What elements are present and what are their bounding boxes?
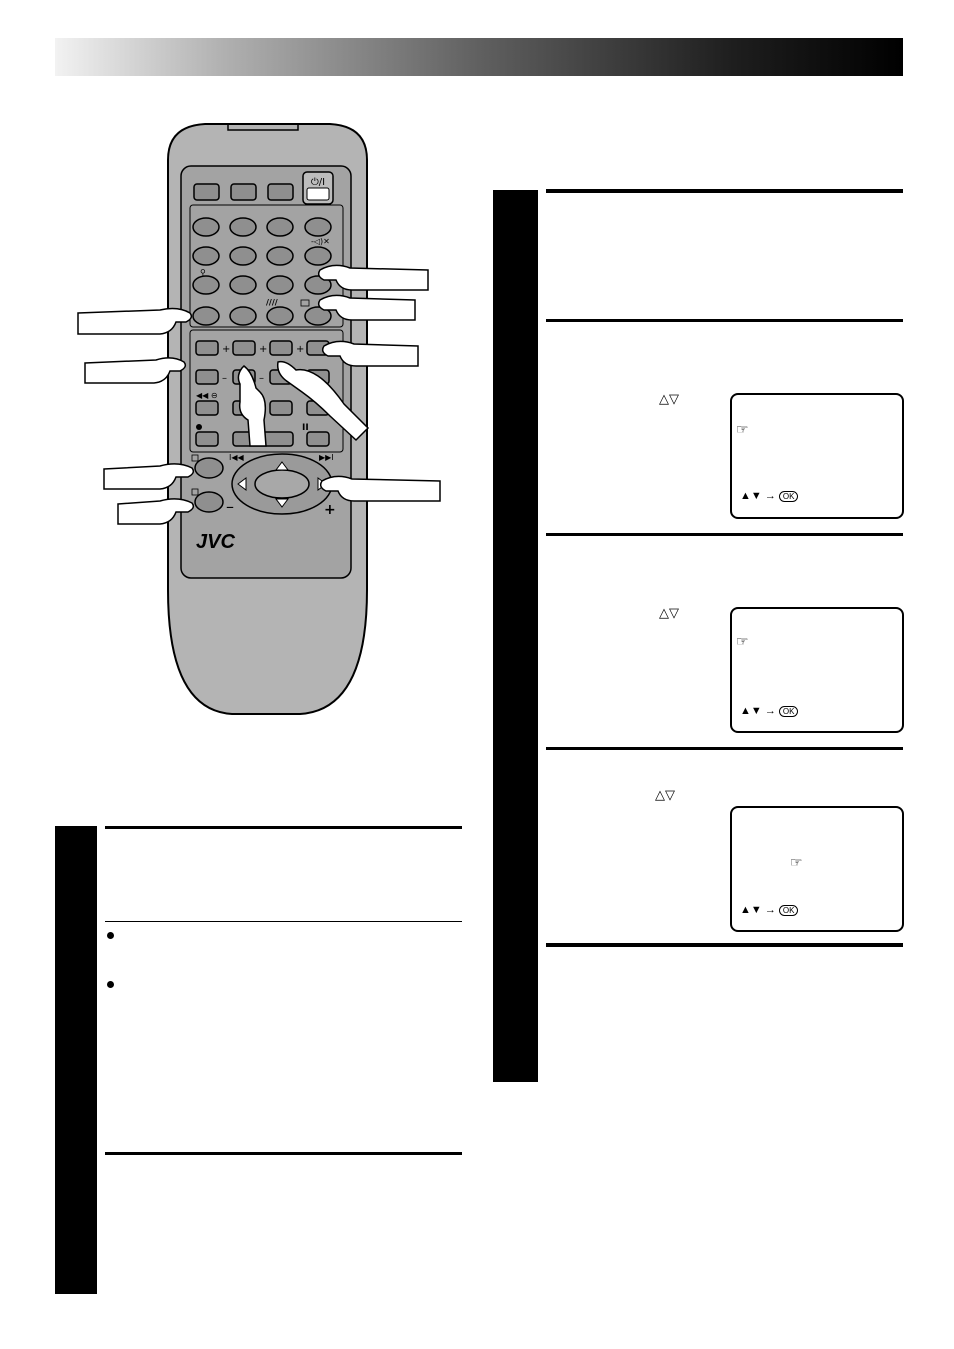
divider-rule xyxy=(546,943,903,947)
brand-logo: JVC xyxy=(196,531,235,553)
svg-text:+: + xyxy=(222,344,230,355)
minus-label: – xyxy=(226,497,234,516)
top-buttons xyxy=(193,183,294,201)
divider-rule-thin xyxy=(105,921,462,922)
header-gradient-bar xyxy=(55,38,903,76)
divider-rule xyxy=(105,826,462,829)
updown-arrows-icon: △▽ xyxy=(659,391,679,406)
onscreen-display-3: ☞ ▲▼ → OK xyxy=(730,806,904,932)
down-arrow-icon xyxy=(275,498,289,508)
divider-rule xyxy=(546,747,903,750)
nav-hint: ▲▼ → OK xyxy=(740,490,799,502)
svg-text:////: //// xyxy=(266,298,278,307)
ok-icon: OK xyxy=(778,705,799,717)
pointing-hands xyxy=(77,264,441,525)
bullet-icon xyxy=(107,981,114,988)
side-keys xyxy=(194,457,224,513)
mute-icon: -◁)✕ xyxy=(311,237,330,246)
divider-rule xyxy=(105,1152,462,1155)
divider-rule xyxy=(546,319,903,322)
updown-arrows-icon: △▽ xyxy=(655,787,675,802)
onscreen-display-1: ☞ ▲▼ → OK xyxy=(730,393,904,519)
pointer-cursor-icon: ☞ xyxy=(790,854,803,870)
remote-control-illustration: ⏻/I -◁)✕ ⚲ //// + + + – – – ◀◀ ⊖ II I◀◀ ▶▶I xyxy=(77,123,441,715)
left-arrow-icon xyxy=(237,477,247,491)
nav-hint: ▲▼ → OK xyxy=(740,705,799,717)
svg-text:I◀◀: I◀◀ xyxy=(229,453,245,462)
ok-icon: OK xyxy=(778,490,799,502)
section-side-bar-left xyxy=(55,826,97,1294)
divider-rule xyxy=(546,189,903,193)
nav-hint: ▲▼ → OK xyxy=(740,904,799,916)
power-button: ⏻/I xyxy=(302,171,334,205)
svg-text:◀◀ ⊖: ◀◀ ⊖ xyxy=(196,391,218,400)
pointer-cursor-icon: ☞ xyxy=(736,633,749,649)
svg-text:–: – xyxy=(259,373,264,384)
nav-ring xyxy=(231,453,333,515)
pointer-cursor-icon: ☞ xyxy=(736,421,749,437)
section-side-bar-right xyxy=(493,190,538,1082)
bullet-icon xyxy=(107,932,114,939)
ok-button xyxy=(254,469,310,499)
plus-label: + xyxy=(324,502,336,518)
divider-rule xyxy=(546,533,903,536)
ok-icon: OK xyxy=(778,904,799,916)
power-icon: ⏻/I xyxy=(311,177,325,188)
svg-text:II: II xyxy=(302,423,309,433)
svg-text:–: – xyxy=(222,373,227,384)
up-arrow-icon xyxy=(275,461,289,471)
search-icon: ⚲ xyxy=(200,268,206,277)
svg-text:+: + xyxy=(296,344,304,355)
number-keys xyxy=(192,217,332,326)
svg-text:+: + xyxy=(259,344,267,355)
svg-text:▶▶I: ▶▶I xyxy=(319,453,334,462)
onscreen-display-2: ☞ ▲▼ → OK xyxy=(730,607,904,733)
updown-arrows-icon: △▽ xyxy=(659,605,679,620)
